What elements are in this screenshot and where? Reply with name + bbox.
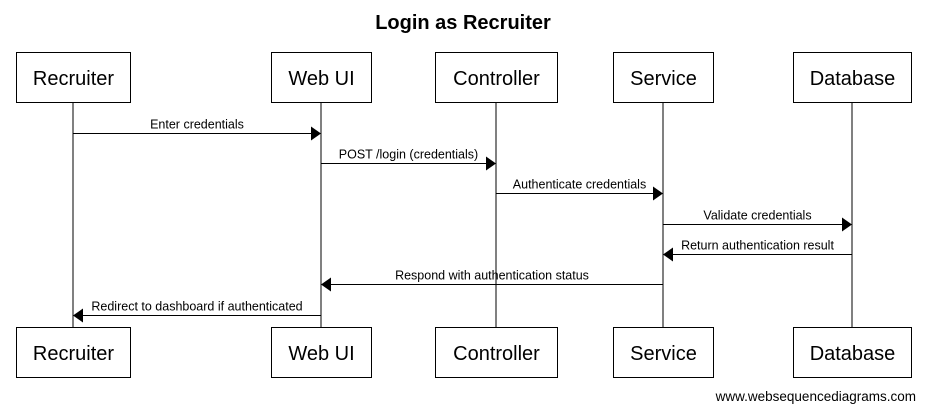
participant-box-recruiter-bottom: Recruiter <box>16 327 131 378</box>
participant-rect <box>613 327 714 378</box>
message-arrowhead <box>663 247 673 262</box>
participant-label: Service <box>630 68 697 90</box>
message-1: Enter credentials <box>73 118 321 141</box>
participant-box-database-bottom: Database <box>793 327 912 378</box>
participant-label: Recruiter <box>33 343 114 365</box>
participant-label: Controller <box>453 343 540 365</box>
message-label: Enter credentials <box>150 118 244 132</box>
message-label: Validate credentials <box>703 209 811 223</box>
participant-label: Web UI <box>288 343 354 365</box>
message-label: Respond with authentication status <box>395 269 589 283</box>
participant-rect <box>271 52 372 103</box>
participant-rect <box>435 327 558 378</box>
participant-box-database-top: Database <box>793 52 912 103</box>
participant-rect <box>793 52 912 103</box>
message-6: Respond with authentication status <box>321 269 663 292</box>
message-4: Validate credentials <box>663 209 852 232</box>
message-label: Redirect to dashboard if authenticated <box>91 300 302 314</box>
participant-rect <box>271 327 372 378</box>
message-5: Return authentication result <box>663 239 852 262</box>
message-arrowhead <box>311 126 321 141</box>
participant-label: Database <box>810 343 896 365</box>
participant-rect <box>16 52 131 103</box>
participant-label: Web UI <box>288 68 354 90</box>
participant-box-recruiter-top: Recruiter <box>16 52 131 103</box>
participant-label: Recruiter <box>33 68 114 90</box>
participant-label: Service <box>630 343 697 365</box>
message-arrowhead <box>842 217 852 232</box>
message-2: POST /login (credentials) <box>321 148 496 171</box>
participant-box-controller-top: Controller <box>435 52 558 103</box>
participant-box-service-bottom: Service <box>613 327 714 378</box>
message-arrowhead <box>73 308 83 323</box>
participant-label: Controller <box>453 68 540 90</box>
diagram-title: Login as Recruiter <box>375 12 551 34</box>
participant-label: Database <box>810 68 896 90</box>
message-label: POST /login (credentials) <box>339 148 478 162</box>
participant-box-webui-bottom: Web UI <box>271 327 372 378</box>
message-7: Redirect to dashboard if authenticated <box>73 300 321 323</box>
participant-box-service-top: Service <box>613 52 714 103</box>
participant-box-webui-top: Web UI <box>271 52 372 103</box>
participant-rect <box>435 52 558 103</box>
message-3: Authenticate credentials <box>496 178 663 201</box>
message-label: Return authentication result <box>681 239 834 253</box>
participant-rect <box>793 327 912 378</box>
message-arrowhead <box>486 156 496 171</box>
message-label: Authenticate credentials <box>513 178 646 192</box>
participant-box-controller-bottom: Controller <box>435 327 558 378</box>
participant-rect <box>613 52 714 103</box>
message-arrowhead <box>653 186 663 201</box>
footer-watermark: www.websequencediagrams.com <box>715 389 916 404</box>
message-arrowhead <box>321 277 331 292</box>
participant-rect <box>16 327 131 378</box>
